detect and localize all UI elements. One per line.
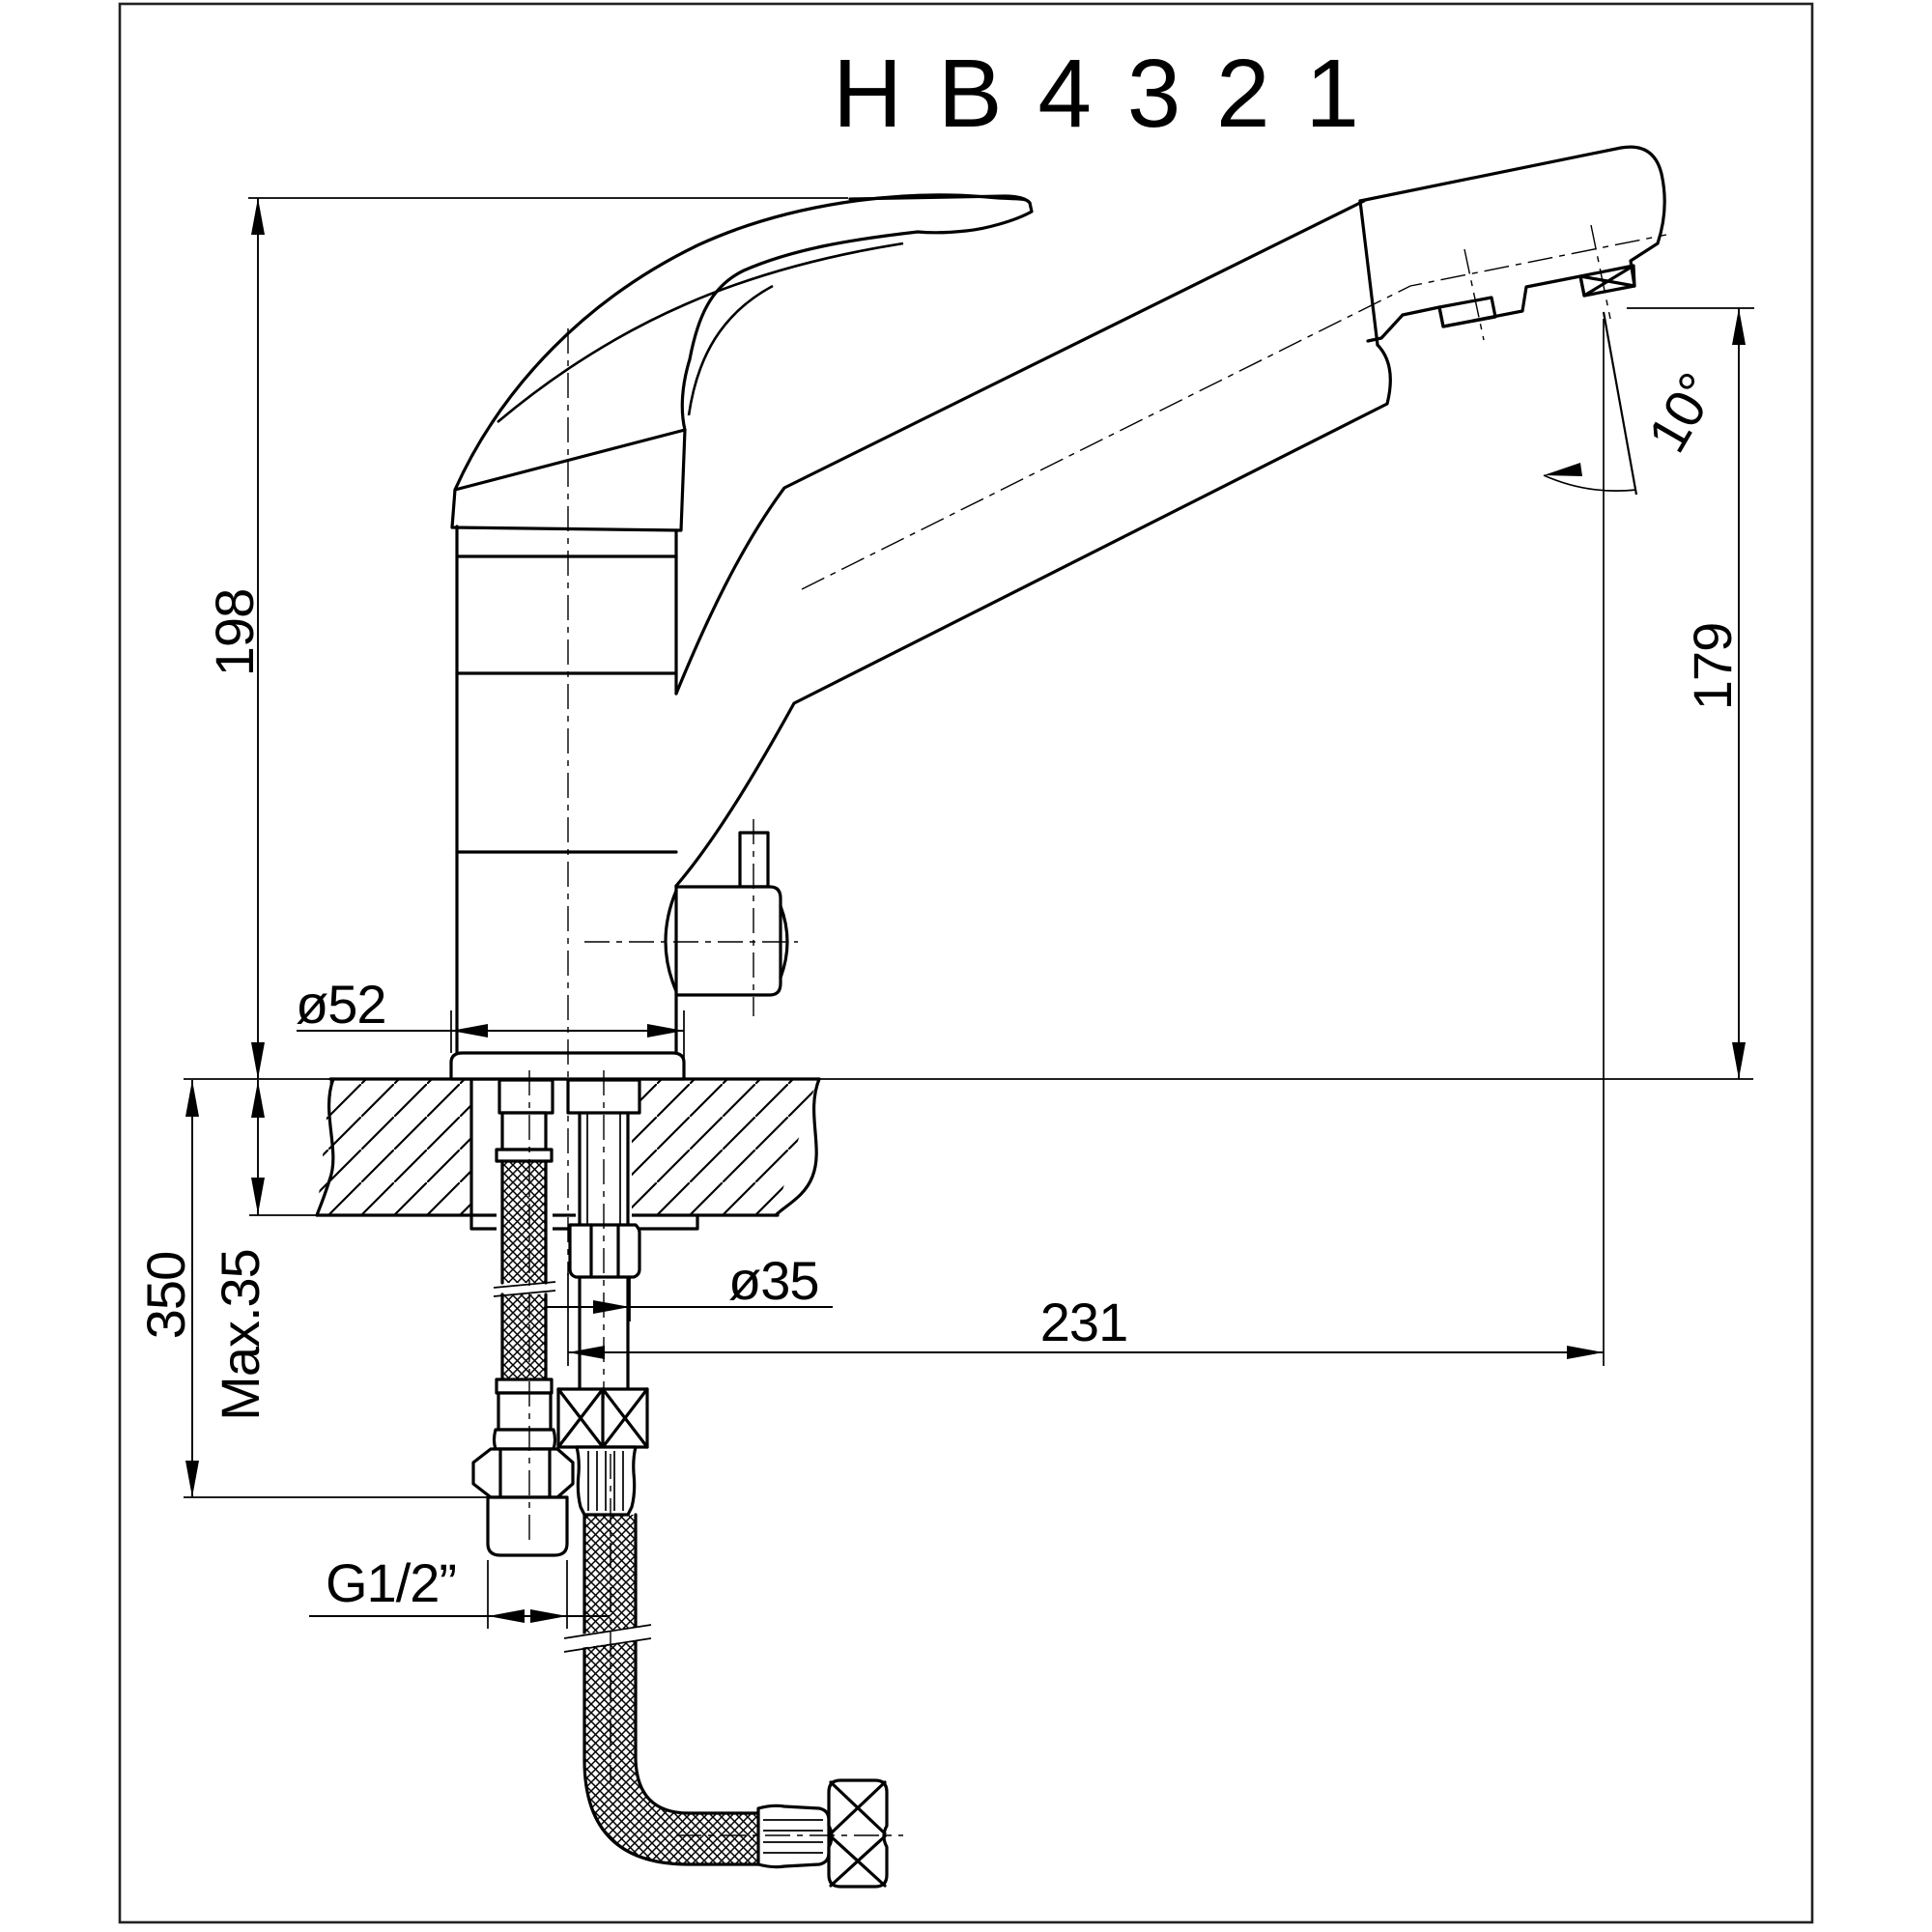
dim-outlet-angle: 10°	[1635, 363, 1727, 462]
dim-thread-size: G1/2”	[326, 1552, 456, 1613]
dimensions: 198 350 Max.35 ø52 ø35 231 179	[135, 197, 1754, 1629]
dim-deck-thickness: Max.35	[210, 1249, 270, 1421]
drawing-title: H B 4 3 2 1	[833, 40, 1359, 148]
dim-hose-length: 350	[135, 1252, 196, 1339]
countertop-section	[184, 1077, 1753, 1231]
dim-spout-reach: 231	[1040, 1292, 1127, 1352]
dim-base-diameter: ø52	[296, 974, 386, 1035]
dim-hole-diameter: ø35	[728, 1250, 819, 1311]
dim-total-height: 198	[204, 589, 265, 676]
faucet-body	[449, 145, 1666, 1081]
supply-hose-left	[471, 1078, 575, 1557]
drawing-border-frame	[118, 2, 1814, 1924]
dim-outlet-height: 179	[1682, 623, 1743, 710]
centerlines	[528, 224, 1667, 1836]
